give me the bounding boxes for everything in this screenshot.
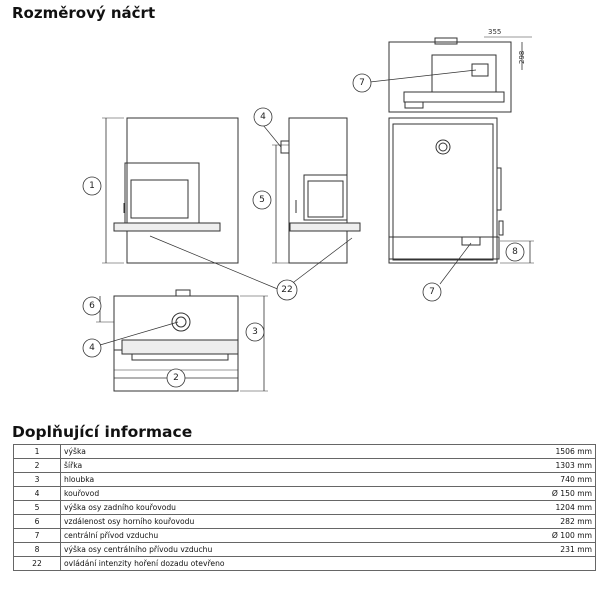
svg-text:3: 3 [252,327,258,337]
svg-text:5: 5 [259,195,265,205]
callout-4-top [82,338,102,358]
callout-8 [505,242,525,262]
side-view [272,117,361,264]
section-title: Doplňující informace [12,423,193,441]
row-description: centrální přívod vzduchu [60,528,499,543]
row-description: výška [60,444,499,459]
svg-text:2: 2 [173,373,179,383]
row-number: 22 [13,556,61,571]
svg-text:6: 6 [89,301,95,311]
row-number: 4 [13,486,61,501]
callout-7-top [352,73,372,93]
row-number: 6 [13,514,61,529]
row-value: 1506 mm [499,444,596,459]
row-number: 8 [13,542,61,557]
dim-298: 298 [518,51,526,64]
callout-7-rear [422,282,442,302]
callout-22 [276,279,298,301]
row-description: výška osy zadního kouřovodu [60,500,499,515]
svg-text:22: 22 [281,285,292,295]
row-value: Ø 150 mm [499,486,596,501]
row-value: 740 mm [499,472,596,487]
row-value: 282 mm [499,514,596,529]
svg-text:4: 4 [260,112,266,122]
front-view [102,117,239,264]
row-number: 5 [13,500,61,515]
row-number: 3 [13,472,61,487]
row-description: kouřovod [60,486,499,501]
page-title: Rozměrový náčrt [12,4,156,22]
row-description: ovládání intenzity hoření dozadu otevřen… [60,556,499,571]
row-number: 2 [13,458,61,473]
dimension-sketch: 1 2 3 4 4 5 6 7 7 8 22 355 298 [82,28,534,392]
row-number: 1 [13,444,61,459]
svg-text:8: 8 [512,247,518,257]
svg-text:7: 7 [429,287,435,297]
callout-2 [166,368,186,388]
callout-4-side [253,107,273,127]
dim-355: 355 [488,28,501,36]
top-view [96,289,268,392]
rear-view [388,117,534,264]
svg-text:1: 1 [89,181,95,191]
row-value [499,556,596,571]
callout-5 [252,190,272,210]
row-value: Ø 100 mm [499,528,596,543]
callout-1 [82,176,102,196]
svg-text:4: 4 [89,343,95,353]
rear-top-view [388,36,532,113]
callout-6 [82,296,102,316]
row-value: 1303 mm [499,458,596,473]
callout-3 [245,322,265,342]
row-description: výška osy centrálního přívodu vzduchu [60,542,499,557]
row-description: vzdálenost osy horního kouřovodu [60,514,499,529]
row-value: 231 mm [499,542,596,557]
row-description: hloubka [60,472,499,487]
row-number: 7 [13,528,61,543]
row-description: šířka [60,458,499,473]
svg-text:7: 7 [359,78,365,88]
row-value: 1204 mm [499,500,596,515]
